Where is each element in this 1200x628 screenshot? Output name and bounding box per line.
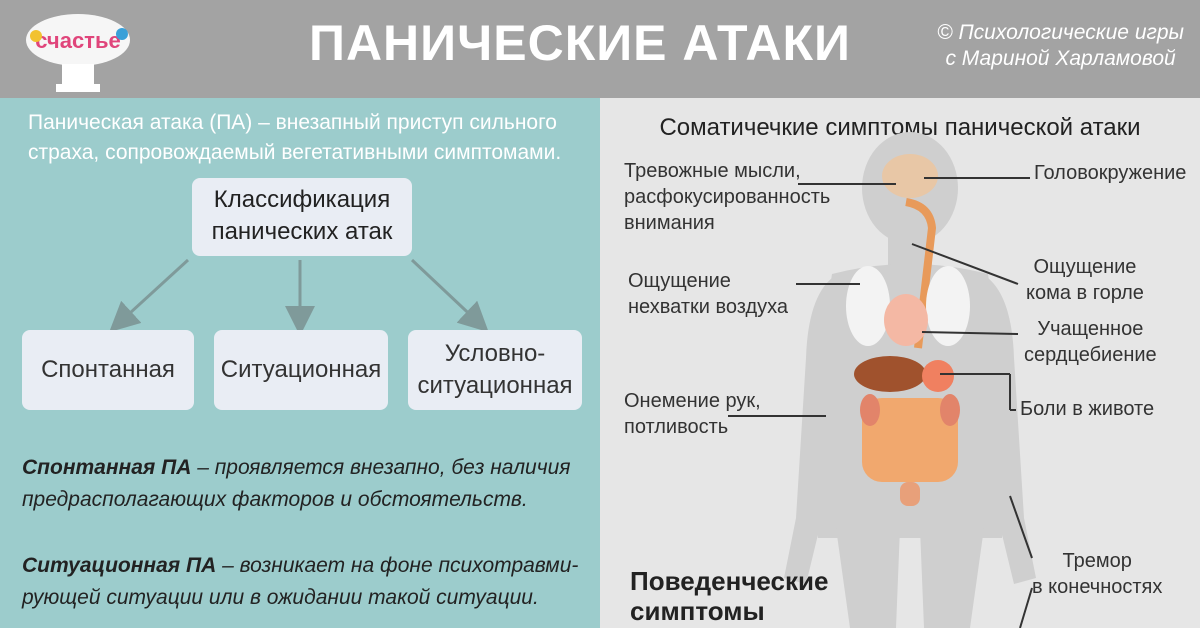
situational-description: Ситуационная ПА – возникает на фоне псих… bbox=[22, 550, 592, 614]
label-line: Учащенное bbox=[1037, 318, 1144, 340]
kidney-icon bbox=[940, 394, 960, 426]
label-line: Боли в животе bbox=[1020, 398, 1155, 420]
label-air-shortage: Ощущение нехватки воздуха bbox=[628, 268, 788, 320]
credit-line: © Психологические игры bbox=[937, 21, 1184, 44]
lung-left-icon bbox=[846, 266, 890, 346]
classification-arrows bbox=[109, 258, 489, 336]
label-line: Тревожные мысли, bbox=[624, 160, 801, 182]
page-title: ПАНИЧЕСКИЕ АТАКИ bbox=[309, 15, 851, 71]
label-line: сердцебиение bbox=[1024, 344, 1157, 366]
type-label: Условно- bbox=[444, 340, 546, 367]
somatic-panel: Соматичечкие симптомы панической атаки bbox=[600, 98, 1200, 628]
definition-body: – внезапный приступ сильного страха, соп… bbox=[28, 111, 562, 164]
behavioral-symptoms-heading: Поведенческие симптомы bbox=[630, 566, 828, 626]
body-diagram bbox=[728, 132, 1036, 628]
heart-icon bbox=[884, 294, 928, 346]
pointer-lines bbox=[728, 177, 1033, 628]
header-bar: счастье ПАНИЧЕСКИЕ АТАКИ © Психологическ… bbox=[0, 0, 1200, 98]
spontaneous-term: Спонтанная ПА bbox=[22, 456, 192, 479]
type-label: Спонтанная bbox=[41, 356, 175, 383]
heading-line: симптомы bbox=[630, 596, 765, 626]
spontaneous-text: – проявляется внезапно, без наличия пред… bbox=[22, 456, 571, 511]
lung-right-icon bbox=[926, 266, 970, 346]
liver-icon bbox=[854, 356, 926, 392]
logo-text: счастье bbox=[35, 28, 120, 53]
label-tremor: Тремор в конечностях bbox=[1032, 548, 1162, 600]
classification-line: панических атак bbox=[211, 218, 393, 245]
pointer-line bbox=[921, 331, 1019, 335]
arrow-line bbox=[410, 258, 489, 333]
classification-box: Классификация панических атак bbox=[192, 178, 412, 256]
pointer-line bbox=[911, 243, 1019, 285]
throat-icon bbox=[905, 198, 937, 349]
label-line: расфокусированность bbox=[624, 186, 831, 208]
spontaneous-description: Спонтанная ПА – проявляется внезапно, бе… bbox=[22, 452, 592, 516]
label-line: Ощущение bbox=[1033, 256, 1137, 278]
label-line: внимания bbox=[624, 212, 715, 234]
intestine-icon bbox=[862, 398, 958, 482]
pointer-line bbox=[1009, 495, 1033, 559]
label-throat-lump: Ощущение кома в горле bbox=[1026, 254, 1144, 306]
label-line: Онемение рук, bbox=[624, 390, 761, 412]
label-line: Головокружение bbox=[1034, 162, 1187, 184]
label-line: нехватки воздуха bbox=[628, 296, 789, 318]
definition-text: Паническая атака (ПА) – внезапный присту… bbox=[28, 108, 598, 168]
label-line: кома в горле bbox=[1026, 282, 1144, 304]
label-numbness: Онемение рук, потливость bbox=[624, 388, 761, 440]
label-stomach-pain: Боли в животе bbox=[1020, 396, 1154, 422]
label-line: в конечностях bbox=[1032, 576, 1163, 598]
label-line: Тремор bbox=[1062, 550, 1132, 572]
classification-line: Классификация bbox=[213, 186, 391, 213]
type-box-situational: Ситуационная bbox=[214, 330, 388, 410]
arrow-line bbox=[109, 258, 190, 333]
brain-icon bbox=[882, 154, 938, 198]
type-label: Ситуационная bbox=[220, 356, 382, 383]
logo-icon: счастье bbox=[26, 14, 130, 92]
classification-panel: Паническая атака (ПА) – внезапный присту… bbox=[0, 98, 600, 628]
situational-term: Ситуационная ПА bbox=[22, 554, 217, 577]
heading-line: Поведенческие bbox=[630, 566, 829, 596]
bladder-icon bbox=[900, 482, 920, 506]
kidney-icon bbox=[860, 394, 880, 426]
label-anxious-thoughts: Тревожные мысли, расфокусированность вни… bbox=[624, 158, 830, 236]
label-dizziness: Головокружение bbox=[1034, 160, 1186, 186]
situational-text: – возникает на фоне психотравми-рующей с… bbox=[22, 554, 579, 609]
credit-line: с Мариной Харламовой bbox=[945, 47, 1176, 70]
label-heartbeat: Учащенное сердцебиение bbox=[1024, 316, 1157, 368]
definition-term: Паническая атака (ПА) bbox=[28, 111, 253, 134]
type-box-spontaneous: Спонтанная bbox=[22, 330, 194, 410]
credit-text: © Психологические игры с Мариной Харламо… bbox=[937, 20, 1184, 72]
type-label: ситуационная bbox=[417, 372, 573, 399]
pointer-line bbox=[1019, 587, 1033, 628]
label-line: Ощущение bbox=[628, 270, 731, 292]
type-box-conditional: Условно- ситуационная bbox=[408, 330, 582, 410]
label-line: потливость bbox=[624, 416, 729, 438]
organs bbox=[846, 154, 970, 506]
stomach-icon bbox=[922, 360, 954, 392]
